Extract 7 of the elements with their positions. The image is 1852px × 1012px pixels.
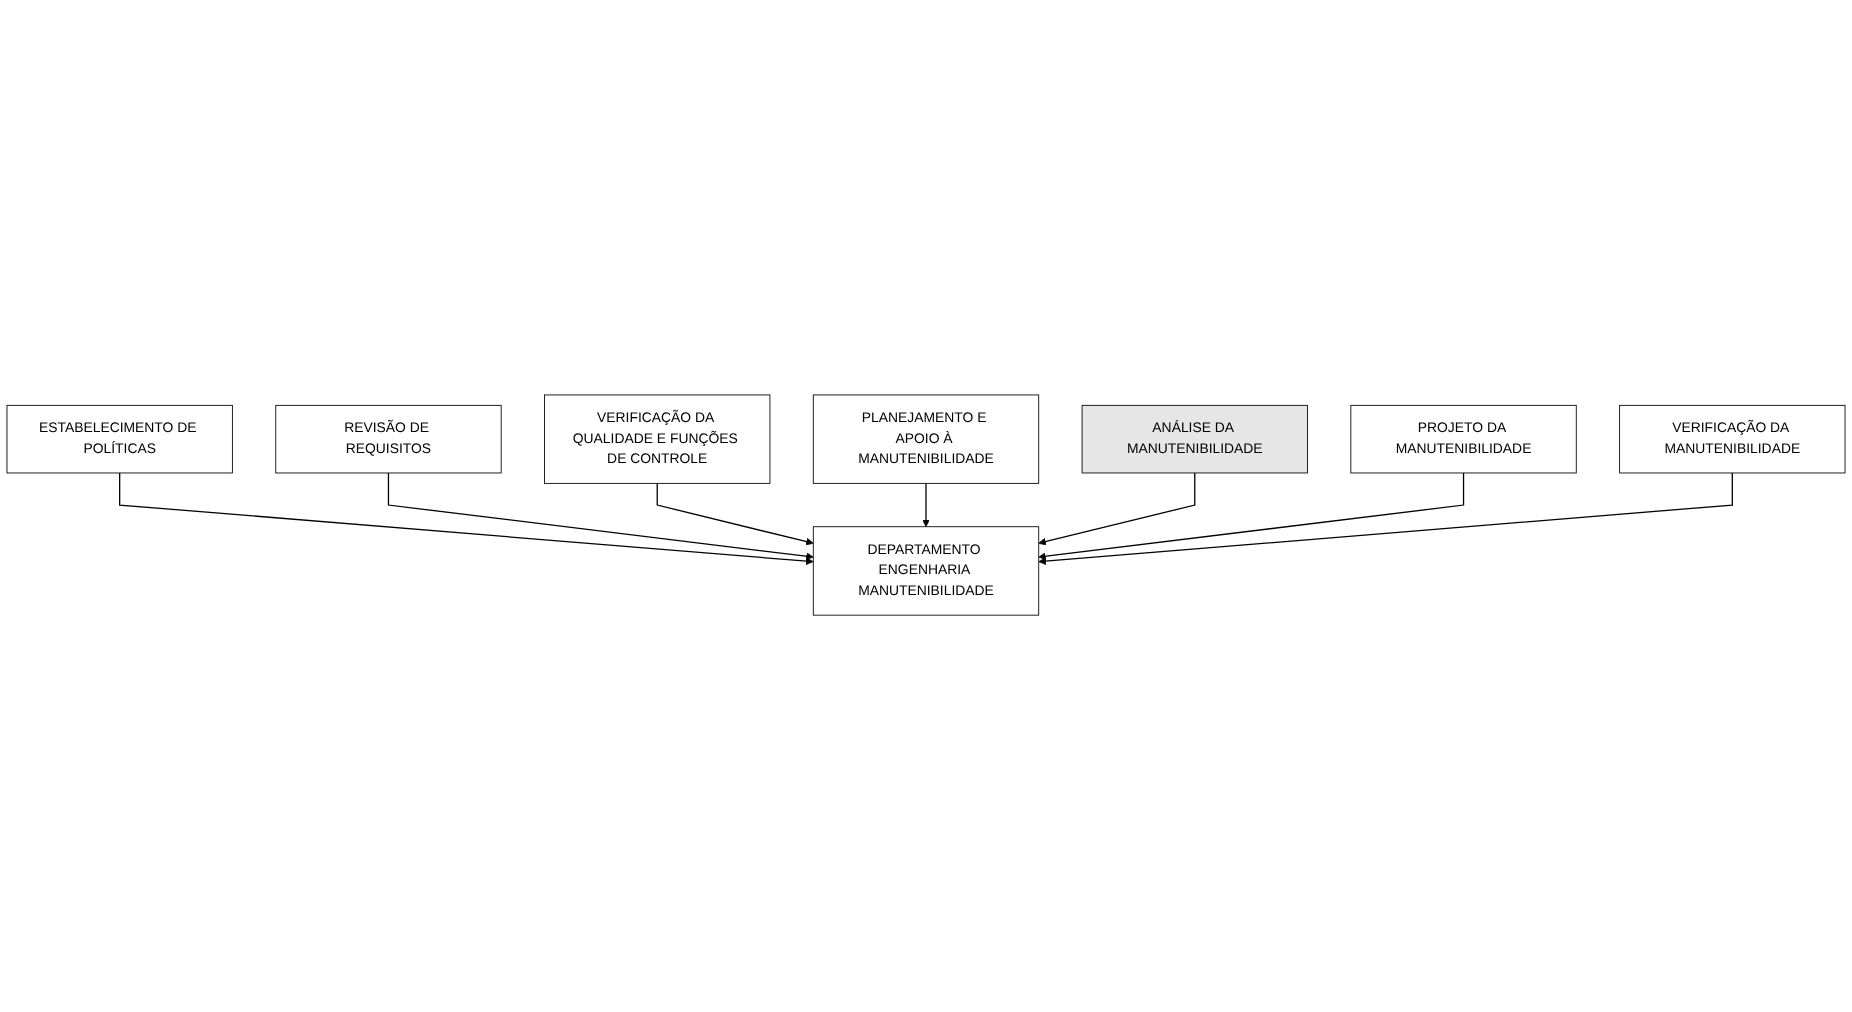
arrow [119, 473, 814, 566]
arrow [1038, 473, 1465, 561]
arrow [1038, 473, 1196, 547]
arrow [1038, 473, 1733, 566]
arrow [922, 483, 930, 528]
arrow [656, 483, 814, 547]
arrow [387, 473, 814, 561]
